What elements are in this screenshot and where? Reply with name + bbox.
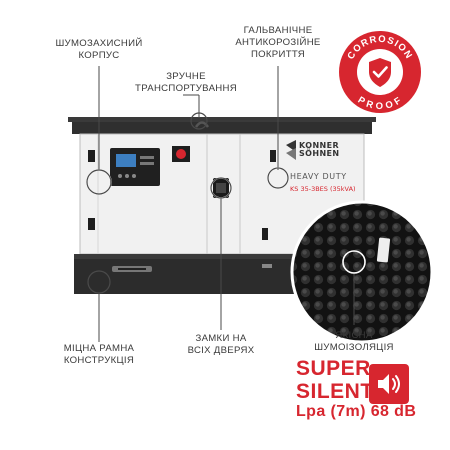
callout-housing: ШУМОЗАХИСНИЙ КОРПУС: [55, 38, 143, 61]
super-label: SUPER: [296, 357, 371, 380]
foam-insulation-zoom: [292, 202, 432, 342]
speaker-icon: [369, 364, 409, 404]
brand-line-1: KONNER: [299, 141, 340, 150]
silent-label: SILENT: [296, 380, 374, 403]
corrosion-proof-badge: CORROSION PROOF: [339, 31, 421, 113]
svg-text:PROOF: PROOF: [356, 95, 405, 112]
series-label: HEAVY DUTY: [290, 172, 347, 181]
marker-frame: [87, 270, 111, 294]
brand-line-2: SÖHNEN: [299, 149, 340, 158]
callout-locks: ЗАМКИ НА ВСІХ ДВЕРЯХ: [187, 333, 255, 356]
model-label: KS 35-3BES (35kVA): [290, 185, 356, 193]
badge-bottom-text: PROOF: [356, 95, 403, 112]
callout-transport: ЗРУЧНЕ ТРАНСПОРТУВАННЯ: [135, 71, 237, 94]
marker-transport: [190, 112, 208, 130]
generator-roof: [72, 120, 372, 134]
callout-coating: ГАЛЬВАНІЧНЕ АНТИКОРОЗІЙНЕ ПОКРИТТЯ: [235, 25, 321, 60]
marker-insulation: [342, 250, 366, 274]
shield-icon: [369, 58, 391, 87]
logo-icon: [286, 140, 296, 152]
callout-insulation: ЯКІСНА ШУМОІЗОЛЯЦІЯ: [314, 330, 394, 353]
noise-spec: Lpa (7m) 68 dB: [296, 403, 417, 420]
brand-name: KONNER SÖHNEN: [299, 142, 340, 158]
callout-frame: МІЦНА РАМНА КОНСТРУКЦІЯ: [63, 343, 135, 366]
